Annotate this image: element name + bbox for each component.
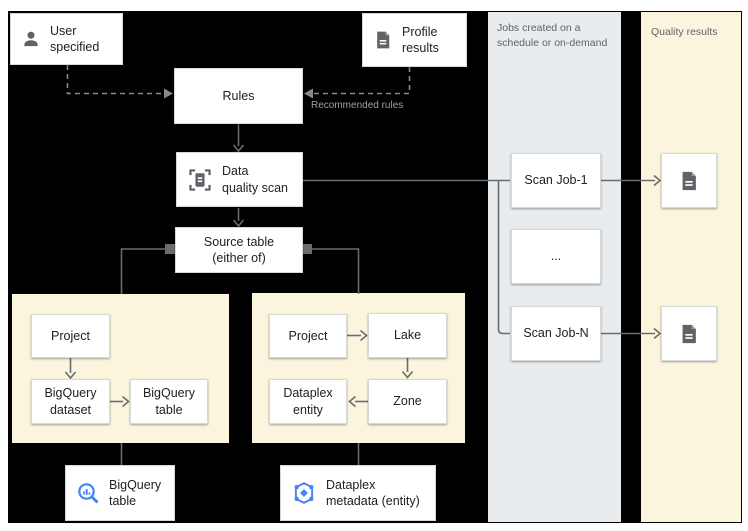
node-project-bigquery: Project [31,314,110,358]
node-bigquery-table-bottom-label: BigQuery table [109,477,162,508]
node-user-specified-label: User specified [50,23,100,54]
bigquery-icon [76,481,100,505]
node-lake: Lake [368,313,447,358]
node-profile-results: Profile results [362,13,467,67]
node-bigquery-dataset: BigQuery dataset [31,379,110,424]
node-rules: Rules [174,68,303,124]
quality-results-panel-label: Quality results [651,26,718,38]
result-document-icon [678,170,700,192]
node-bigquery-table: BigQuery table [130,379,208,424]
node-dataplex-entity: Dataplex entity [269,379,347,424]
node-lake-label: Lake [393,328,422,343]
node-data-quality-scan: Data quality scan [176,152,303,207]
result-document-icon [678,323,700,345]
node-dataplex-metadata-label: Dataplex metadata (entity) [326,477,420,508]
node-source-table-label: Source table (either of) [203,234,275,265]
node-scan-job-ellipsis-label: ... [550,249,562,264]
quality-results-panel [641,12,741,522]
scan-frame-icon [187,167,213,193]
node-quality-result-n [661,306,717,361]
node-data-quality-scan-label: Data quality scan [222,164,289,195]
diagram-canvas-background [8,11,742,523]
node-bigquery-table-bottom: BigQuery table [65,465,175,521]
node-zone-label: Zone [393,394,422,409]
node-zone: Zone [368,379,447,424]
node-profile-results-label: Profile results [402,24,439,55]
node-rules-label: Rules [222,88,255,103]
node-scan-job-n-label: Scan Job-N [523,326,589,341]
node-scan-job-1-label: Scan Job-1 [524,173,588,188]
node-bigquery-dataset-label: BigQuery dataset [44,386,97,417]
node-project-bigquery-label: Project [51,328,90,343]
node-source-table: Source table (either of) [175,227,303,273]
node-project-dataplex: Project [269,314,347,358]
node-scan-job-ellipsis: ... [511,229,601,284]
node-bigquery-table-label: BigQuery table [142,386,196,417]
person-icon [21,29,41,49]
node-quality-result-1 [661,153,717,208]
node-project-dataplex-label: Project [288,328,328,343]
node-dataplex-entity-label: Dataplex entity [283,386,333,417]
dataplex-icon [291,480,317,506]
jobs-panel-label: Jobs created on a schedule or on-demand [497,22,608,49]
recommended-rules-label: Recommended rules [311,100,404,111]
node-user-specified: User specified [10,13,123,65]
node-scan-job-1: Scan Job-1 [511,153,601,208]
node-scan-job-n: Scan Job-N [511,306,601,361]
node-dataplex-metadata: Dataplex metadata (entity) [280,465,436,521]
document-icon [373,30,393,50]
